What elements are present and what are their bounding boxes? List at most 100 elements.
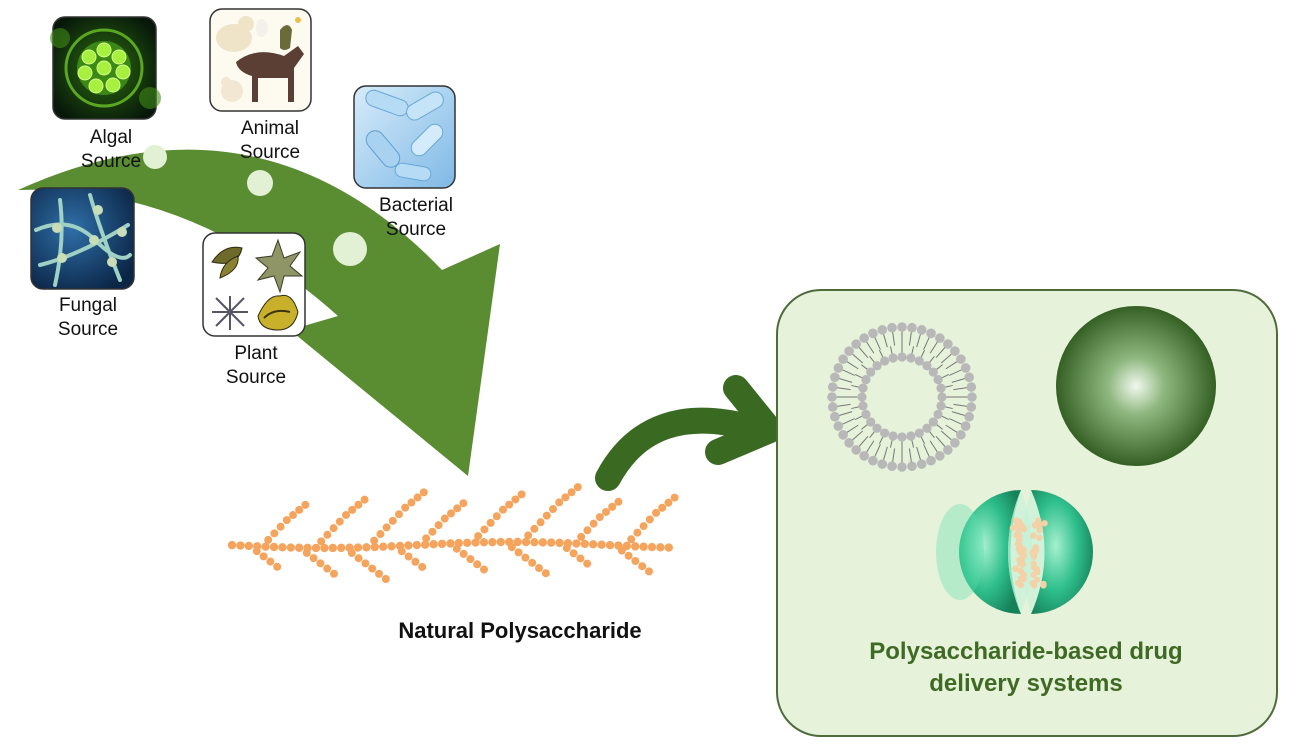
sugar-bead	[395, 510, 403, 519]
lipid-head	[868, 455, 878, 466]
sugar-bead	[541, 569, 550, 578]
sugar-bead	[542, 511, 551, 520]
lipid-head	[859, 451, 869, 461]
lipid-head	[859, 333, 869, 343]
drug-particle	[1036, 534, 1043, 542]
sugar-bead	[370, 536, 379, 545]
sugar-bead	[236, 541, 245, 550]
lipid-head	[907, 322, 917, 333]
sugar-bead	[388, 516, 397, 525]
sugar-bead	[354, 500, 363, 509]
arrow-dot	[143, 145, 167, 169]
sugar-bead	[631, 556, 640, 565]
lipid-head	[967, 392, 977, 402]
lipid-head	[897, 322, 907, 332]
sugar-bead	[647, 542, 657, 552]
lipid-head	[833, 363, 844, 373]
bacterial-source-label: Bacterial Source	[379, 195, 453, 240]
sugar-bead	[452, 544, 461, 553]
sugar-bead	[589, 519, 598, 528]
sugar-bead	[379, 542, 388, 551]
lipid-head	[964, 372, 974, 383]
sugar-bead	[492, 512, 501, 521]
sugar-bead	[631, 542, 640, 551]
lipid-tail	[854, 373, 863, 379]
lipid-head	[833, 421, 844, 431]
lipid-tail	[854, 415, 863, 421]
drug-particle	[1012, 565, 1020, 572]
sugar-bead	[447, 509, 455, 518]
lipid-head	[887, 322, 897, 333]
lipid-head	[956, 430, 966, 440]
drug-particle	[1032, 546, 1039, 553]
sugar-bead	[368, 564, 377, 573]
sugar-bead	[440, 514, 449, 523]
sugar-bead	[269, 542, 279, 552]
sugar-bead	[316, 559, 325, 568]
drug-particle	[1020, 571, 1027, 579]
lipid-tail	[874, 444, 881, 458]
algae-cell-icon	[50, 16, 161, 120]
sugar-bead	[567, 488, 576, 497]
sugar-bead	[397, 547, 406, 556]
lipid-head	[827, 392, 837, 402]
sugar-bead	[270, 529, 279, 538]
lipid-head	[838, 354, 848, 364]
sugar-bead	[639, 522, 648, 531]
lipid-tail	[941, 415, 950, 421]
lipid-tail	[851, 406, 860, 410]
drug-particle	[1030, 532, 1037, 539]
lipid-tail	[920, 349, 926, 358]
sugar-bead	[583, 526, 592, 535]
lipid-tail	[944, 406, 953, 410]
sugar-bead	[387, 542, 396, 551]
sugar-bead	[499, 505, 507, 514]
lipid-head	[926, 455, 936, 466]
sugar-bead	[323, 530, 332, 539]
sugar-bead	[252, 547, 261, 556]
lipid-tail	[935, 346, 946, 359]
sugar-bead	[413, 493, 422, 502]
sugar-bead	[429, 540, 438, 549]
sugar-bead	[466, 555, 475, 564]
lipid-head	[960, 363, 971, 373]
sugar-bead	[259, 552, 268, 561]
sugar-bead	[513, 537, 522, 547]
sugar-bead	[505, 500, 514, 509]
lipid-head	[861, 409, 871, 419]
lipid-head	[943, 339, 953, 349]
lipid-tail	[916, 446, 922, 461]
sugar-bead	[360, 495, 369, 504]
lipid-tail	[953, 403, 968, 407]
lipid-head	[907, 461, 917, 472]
sugar-bead	[605, 540, 615, 550]
sugar-bead	[264, 535, 273, 544]
lipid-tail	[851, 430, 864, 441]
lipid-tail	[951, 377, 966, 383]
lipid-head	[830, 372, 840, 383]
lipid-head	[916, 459, 927, 469]
drug-particle	[1030, 553, 1038, 560]
lipid-tail	[861, 424, 868, 430]
lipid-head	[861, 375, 871, 385]
sugar-bead	[597, 540, 606, 549]
lipid-head	[928, 367, 938, 377]
sugar-bead	[266, 557, 275, 566]
sugar-bead	[375, 569, 383, 578]
lipid-head	[888, 431, 898, 441]
sugar-bead	[301, 500, 310, 509]
lipid-tail	[838, 411, 853, 417]
lipid-head	[877, 325, 888, 335]
sugar-bead	[317, 537, 326, 546]
sugar-bead	[633, 528, 642, 537]
lipid-head	[937, 392, 947, 402]
drug-particle	[1029, 580, 1036, 587]
sugar-bead	[517, 490, 526, 499]
sugar-bead	[627, 535, 636, 544]
drug-particle	[1035, 517, 1042, 524]
sugar-bead	[638, 562, 647, 571]
lipid-tail	[936, 364, 943, 370]
sugar-bead	[289, 511, 297, 520]
sugar-bead	[480, 565, 488, 574]
sugar-bead	[507, 543, 516, 552]
